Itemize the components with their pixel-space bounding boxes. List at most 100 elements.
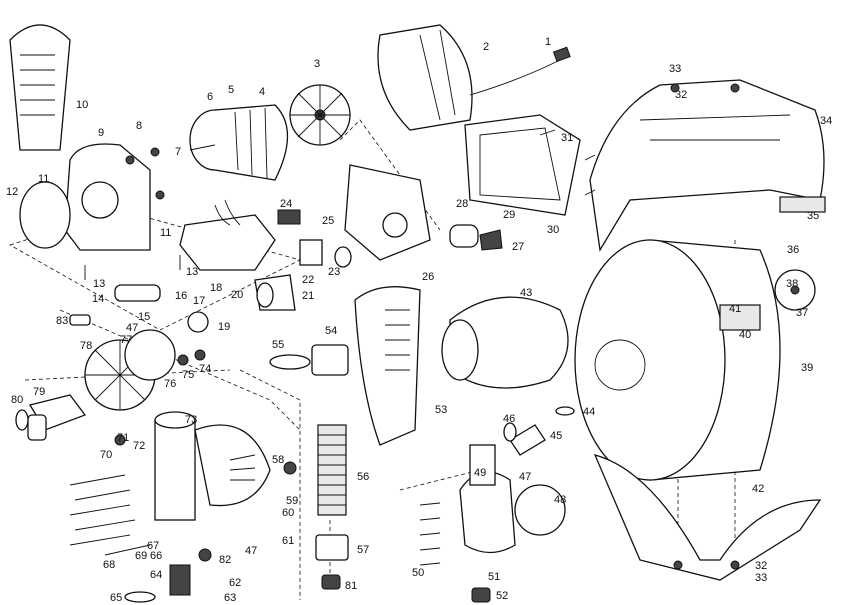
part-9-pump-housing (64, 143, 151, 251)
label-72: 72 (133, 440, 145, 452)
label-49: 49 (474, 467, 486, 479)
label-54: 54 (325, 325, 337, 337)
label-38: 38 (786, 278, 798, 290)
label-83: 83 (56, 315, 68, 327)
label-26: 26 (422, 271, 434, 283)
label-32: 32 (675, 89, 687, 101)
label-6: 6 (207, 91, 213, 103)
label-40: 40 (739, 329, 751, 341)
label-9: 9 (98, 127, 104, 139)
label-82: 82 (219, 554, 231, 566)
label-10: 10 (76, 99, 88, 111)
label-46: 46 (503, 413, 515, 425)
label-13b: 13 (93, 278, 105, 290)
part-3-fan (289, 84, 351, 146)
label-74: 74 (199, 363, 211, 375)
label-16: 16 (175, 290, 187, 302)
part-26-switch-block (344, 164, 431, 261)
label-27: 27 (512, 241, 524, 253)
label-3: 3 (314, 58, 320, 70)
label-47c: 47 (245, 545, 257, 557)
label-28: 28 (456, 198, 468, 210)
label-57: 57 (357, 544, 369, 556)
label-13: 13 (186, 266, 198, 278)
label-33: 33 (669, 63, 681, 75)
label-62: 62 (229, 577, 241, 589)
label-34: 34 (820, 115, 832, 127)
part-labels: 1 2 3 4 5 6 7 8 9 10 11 11 12 13 13 14 1… (6, 36, 832, 604)
label-81: 81 (345, 580, 357, 592)
label-59: 59 (286, 495, 298, 507)
part-21-pressure-switch-housing (254, 274, 296, 311)
label-11b: 11 (160, 227, 171, 239)
part-57-filter-housing (315, 534, 349, 561)
label-23: 23 (328, 266, 340, 278)
label-63: 63 (224, 592, 236, 604)
label-77: 77 (120, 334, 132, 346)
label-15: 15 (138, 311, 150, 323)
part-65-o-ring (124, 591, 156, 603)
label-20: 20 (231, 289, 243, 301)
label-37: 37 (796, 307, 808, 319)
label-42: 42 (752, 483, 764, 495)
label-8: 8 (136, 120, 142, 132)
label-47b: 47 (519, 471, 531, 483)
label-41: 41 (729, 303, 741, 315)
label-21: 21 (302, 290, 314, 302)
part-53-handle-cover (354, 286, 421, 446)
label-70: 70 (100, 449, 112, 461)
label-7: 7 (175, 146, 181, 158)
label-79: 79 (33, 386, 45, 398)
label-67: 67 (147, 540, 159, 552)
bolts (69, 129, 596, 566)
label-2: 2 (483, 41, 489, 53)
label-5: 5 (228, 84, 234, 96)
label-12: 12 (6, 186, 18, 198)
part-81-plug (321, 574, 341, 590)
label-75: 75 (182, 369, 194, 381)
label-78: 78 (80, 340, 92, 352)
part-56-filter-mesh (317, 424, 347, 516)
label-24: 24 (280, 198, 292, 210)
part-83-sleeve (69, 314, 91, 326)
label-1: 1 (545, 36, 551, 48)
part-2-fan-cover (377, 24, 473, 131)
part-43-membrane (441, 296, 569, 389)
label-51: 51 (488, 571, 500, 583)
label-32b: 32 (755, 560, 767, 572)
label-33b: 33 (755, 572, 767, 584)
label-18: 18 (210, 282, 222, 294)
nuts (114, 83, 740, 570)
label-30: 30 (547, 224, 559, 236)
part-42-tank-base (593, 454, 822, 581)
label-71: 71 (117, 432, 129, 444)
part-39-pressure-tank (574, 239, 781, 481)
label-73: 73 (185, 414, 197, 426)
label-4: 4 (259, 86, 265, 98)
part-73-pump-body (154, 411, 271, 521)
part-24-connector (277, 209, 301, 225)
label-76: 76 (164, 378, 176, 390)
label-25: 25 (322, 215, 334, 227)
label-47: 47 (126, 322, 138, 334)
part-4-motor (189, 104, 289, 181)
part-48-wear-ring-plate (514, 484, 566, 536)
part-10-motor-cover (9, 24, 71, 151)
part-55-seal (269, 354, 311, 370)
part-77-seal-plate (124, 329, 176, 381)
label-68: 68 (103, 559, 115, 571)
part-15-pressure-manifold (114, 284, 209, 333)
label-31: 31 (561, 132, 573, 144)
part-30-control-panel (464, 114, 581, 216)
part-46-o-ring (503, 422, 517, 442)
label-53: 53 (435, 404, 447, 416)
part-28-bushing (449, 224, 479, 248)
part-23-diaphragm (334, 246, 352, 268)
part-36-tank-cover (774, 269, 816, 311)
label-35: 35 (807, 210, 819, 222)
part-12-o-ring (19, 181, 71, 249)
label-60: 60 (282, 507, 294, 519)
label-29: 29 (503, 209, 515, 221)
part-44-o-ring (555, 406, 575, 416)
